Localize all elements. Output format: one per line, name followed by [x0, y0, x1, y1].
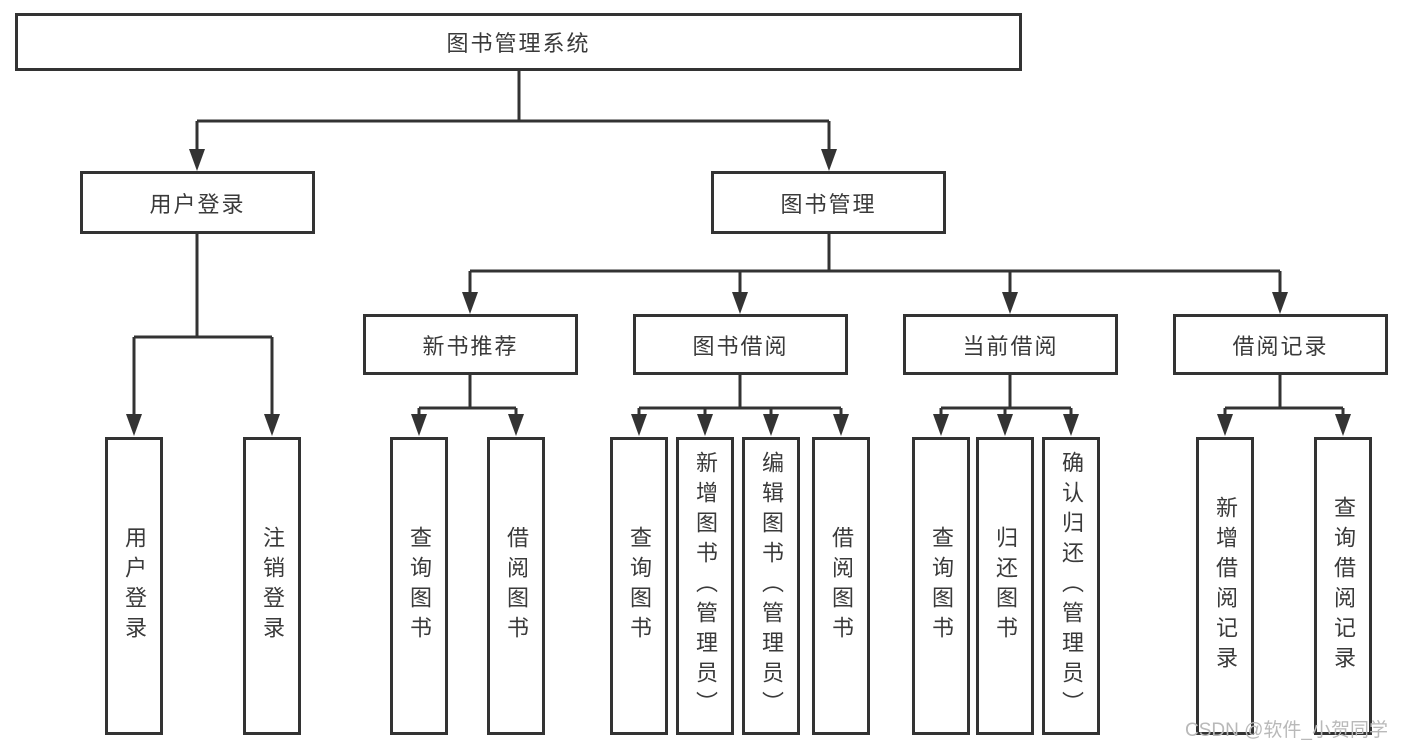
- node-label: 用户登录: [122, 526, 147, 646]
- node-user-login: 用户登录: [80, 171, 315, 234]
- node-label: 借阅图书: [504, 526, 529, 646]
- leaf-add-books-admin: 新增图书（管理员）: [676, 437, 734, 735]
- node-borrow-records: 借阅记录: [1173, 314, 1388, 375]
- leaf-add-borrow-record: 新增借阅记录: [1196, 437, 1254, 735]
- node-label: 新增图书（管理员）: [693, 451, 718, 721]
- node-label: 借阅记录: [1232, 333, 1329, 359]
- node-label: 新书推荐: [422, 333, 519, 359]
- node-label: 查询图书: [407, 526, 432, 646]
- node-label: 借阅图书: [829, 526, 854, 646]
- node-current-borrow: 当前借阅: [903, 314, 1118, 375]
- node-label: 图书管理: [780, 191, 877, 217]
- leaf-query-books-recommend: 查询图书: [390, 437, 448, 735]
- leaf-borrow-books-recommend: 借阅图书: [487, 437, 545, 735]
- tree-edges: [132, 71, 1345, 418]
- leaf-query-books-current: 查询图书: [912, 437, 970, 735]
- node-label: 用户登录: [149, 191, 246, 217]
- leaf-query-books-borrow: 查询图书: [610, 437, 668, 735]
- node-label: 查询图书: [627, 526, 652, 646]
- node-label: 确认归还（管理员）: [1059, 451, 1084, 721]
- leaf-borrow-books: 借阅图书: [812, 437, 870, 735]
- node-label: 查询图书: [929, 526, 954, 646]
- node-book-management: 图书管理: [711, 171, 946, 234]
- node-label: 新增借阅记录: [1213, 496, 1238, 676]
- node-label: 查询借阅记录: [1331, 496, 1356, 676]
- leaf-return-books: 归还图书: [976, 437, 1034, 735]
- node-label: 注销登录: [260, 526, 285, 646]
- node-root-system: 图书管理系统: [15, 13, 1022, 71]
- node-book-borrow: 图书借阅: [633, 314, 848, 375]
- node-label: 归还图书: [993, 526, 1018, 646]
- node-label: 编辑图书（管理员）: [759, 451, 784, 721]
- csdn-watermark: CSDN @软件_小贺同学: [1185, 720, 1388, 741]
- leaf-query-borrow-record: 查询借阅记录: [1314, 437, 1372, 735]
- arrow-down-icons: [126, 149, 1351, 436]
- node-new-book-recommend: 新书推荐: [363, 314, 578, 375]
- node-label: 当前借阅: [962, 333, 1059, 359]
- leaf-logout: 注销登录: [243, 437, 301, 735]
- leaf-edit-books-admin: 编辑图书（管理员）: [742, 437, 800, 735]
- leaf-confirm-return-admin: 确认归还（管理员）: [1042, 437, 1100, 735]
- leaf-user-login: 用户登录: [105, 437, 163, 735]
- node-label: 图书借阅: [692, 333, 789, 359]
- node-label: 图书管理系统: [446, 31, 591, 56]
